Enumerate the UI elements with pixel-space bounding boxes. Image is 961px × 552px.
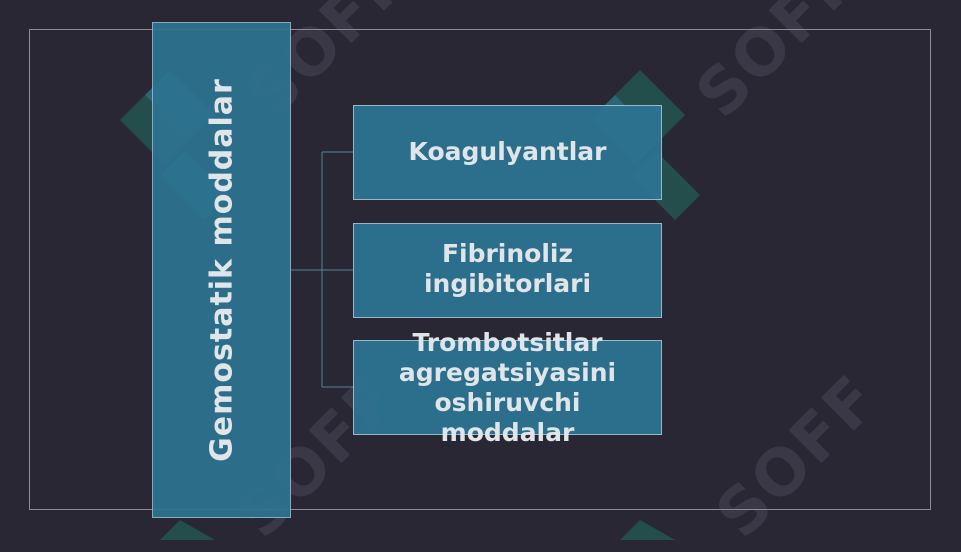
- child-label-fibrinoliz: Fibrinoliz ingibitorlari: [423, 239, 592, 298]
- root-label: Gemostatik moddalar: [204, 78, 240, 462]
- slide-frame: [29, 29, 931, 510]
- child-label-koagulyantlar: Koagulyantlar: [408, 137, 607, 166]
- child-label-trombotsitlar: Trombotsitlar agregatsiyasini oshiruvchi…: [398, 328, 617, 447]
- child-box-trombotsitlar: [353, 340, 662, 435]
- connector-lines: [291, 151, 353, 388]
- child-box-fibrinoliz: [353, 223, 662, 318]
- child-box-koagulyantlar: [353, 105, 662, 200]
- root-box: [152, 22, 291, 518]
